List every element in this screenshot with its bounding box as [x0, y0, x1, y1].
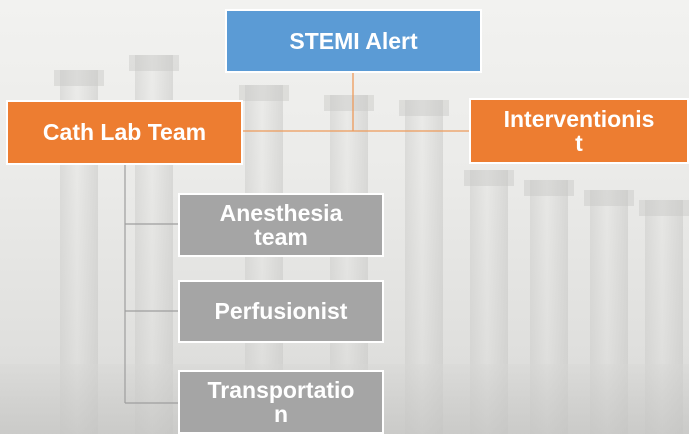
- child-node-label: Transportatio n: [207, 376, 355, 427]
- root-node-stemi-alert: STEMI Alert: [225, 9, 482, 73]
- child-node-perfusionist: Perfusionist: [178, 280, 384, 343]
- child-node-label: Perfusionist: [214, 298, 348, 325]
- child-node-label: Anesthesia team: [219, 199, 343, 250]
- root-node-label: STEMI Alert: [289, 27, 418, 54]
- assistant-node-cath-lab-team: Cath Lab Team: [6, 100, 243, 165]
- assistant-node-label: Cath Lab Team: [42, 119, 207, 146]
- child-node-anesthesia-team: Anesthesia team: [178, 193, 384, 257]
- assistant-node-label: Interventionis t: [503, 105, 655, 156]
- child-node-transportation: Transportatio n: [178, 370, 384, 434]
- assistant-node-interventionist: Interventionis t: [469, 98, 689, 164]
